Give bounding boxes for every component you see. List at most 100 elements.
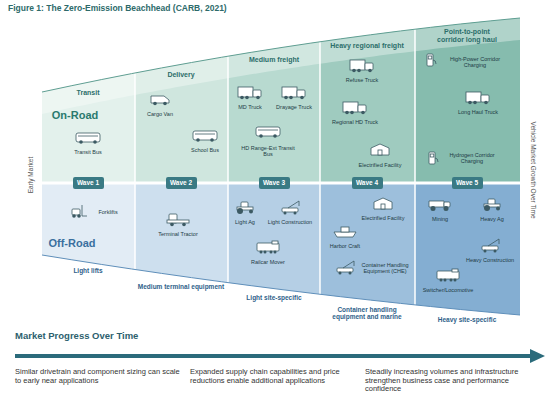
category-label: Heavy regional freight [322,42,412,50]
category-label: Medium freight [249,56,299,64]
wave-badge: Wave 3 [259,177,290,189]
on-road-segment [135,56,228,183]
vehicle-label: Forklifts [98,209,117,215]
boat-icon [334,227,356,237]
category-label: Transit [77,89,100,97]
ag-icon [237,202,253,214]
section-heading: Off-Road [48,237,95,250]
vehicle-label: MD Truck [238,104,262,110]
truck-icon [282,87,305,99]
category-label: Medium terminal equipment [135,283,227,290]
chg-icon [429,152,438,164]
wave-badge: Wave 2 [166,177,197,189]
progress-note: Steadily increasing volumes and infrastr… [365,368,535,394]
off-road-segment [415,183,520,315]
vehicle-label: Hydrogen Corridor Charging [441,152,503,165]
van-icon [151,96,169,105]
wave-label: Wave 3 [263,179,286,186]
fan-top-edge [42,18,520,92]
bldg-icon [374,198,392,209]
truck-icon [466,92,489,104]
vehicle-label: High-Power Corridor Charging [444,56,506,69]
off-road-segment [228,183,320,294]
bus-icon [193,131,217,142]
vehicle-label: Harbor Craft [330,243,360,249]
loco-icon [257,241,279,254]
vehicle-label: Transit Bus [74,149,102,155]
wave-badge: Wave 1 [73,177,104,189]
category-band [42,73,135,114]
wave-label: Wave 4 [356,179,379,186]
vehicle-label: Railcar Mover [251,259,285,265]
column-divider [414,29,416,305]
off-road-segment [42,183,135,269]
category-label: Light site-specific [246,294,301,301]
on-road-segment [415,18,520,183]
figure-title: Figure 1: The Zero-Emission Beachhead (C… [8,4,227,14]
progress-arrow-shaft [15,354,532,358]
bldg-icon [371,144,389,155]
bus-icon [256,127,280,138]
fan-bottom-edge [42,255,520,315]
column-divider [227,56,229,282]
wave-badge: Wave 4 [352,177,383,189]
off-road-segment [135,183,228,283]
crane-icon [337,261,354,275]
vehicle-label: Light Construction [268,219,312,225]
progress-note: Similar drivetrain and component sizing … [15,368,180,385]
progress-note: Expanded supply chain capabilities and p… [190,368,355,385]
ag-icon [484,199,500,211]
category-label: Container handling equipment and marine [321,306,413,321]
wave-label: Wave 5 [456,179,479,186]
vehicle-label: Terminal Tractor [158,231,197,237]
vehicle-label: Heavy Construction [464,257,516,263]
vehicle-label: Container Handling Equipment (CHE) [361,262,409,275]
category-band [320,29,415,64]
arrow-heading: Market Progress Over Time [15,331,138,342]
category-label: Heavy site-specific [438,316,497,323]
truck-icon [343,102,366,114]
wave-label: Wave 2 [170,179,193,186]
crane-icon [482,239,499,253]
mine-icon [429,201,450,211]
lift-icon [72,205,87,218]
axis-label: Early Market [27,157,34,193]
vehicle-label: Switcher/Locomotive [423,287,474,293]
crane-icon [282,201,299,215]
category-band [228,42,320,78]
vehicle-label: Long Haul Truck [458,109,498,115]
vehicle-label: Electrified Facility [357,215,409,221]
axis-label: Vehicle Market Growth Over Time [529,121,536,218]
vehicle-label: Light Ag [235,219,255,225]
truck-icon [238,87,261,99]
vehicle-label: Refuse Truck [346,77,378,83]
column-divider [134,73,136,270]
vehicle-label: Regional HD Truck [332,119,378,125]
wave-badge: Wave 5 [452,177,483,189]
category-label: Light lifts [73,267,102,274]
off-road-segment [320,183,415,305]
section-heading: On-Road [52,109,98,122]
tractor-icon [167,214,189,226]
vehicle-label: Mining [432,216,448,222]
progress-arrow-head [530,349,545,363]
wave-label: Wave 1 [77,179,100,186]
chg-icon [427,54,436,66]
vehicle-label: Cargo Van [147,111,173,117]
vehicle-label: Drayage Truck [276,104,312,110]
vehicle-label: School Bus [191,147,219,153]
column-divider [319,42,321,295]
on-road-segment [320,29,415,183]
bus-icon [76,133,100,144]
vehicle-label: Electrified Facility [354,162,406,168]
vehicle-label: HD Range-Ext Transit Bus [238,145,298,158]
fan-segments [42,18,520,315]
truck-icon [350,60,373,72]
vehicle-label: Heavy Ag [480,216,504,222]
loco-icon [437,269,459,282]
category-label: Point-to-point corridor long haul [435,28,499,44]
category-band [135,56,228,95]
on-road-segment [228,42,320,183]
category-label: Delivery [167,71,194,79]
